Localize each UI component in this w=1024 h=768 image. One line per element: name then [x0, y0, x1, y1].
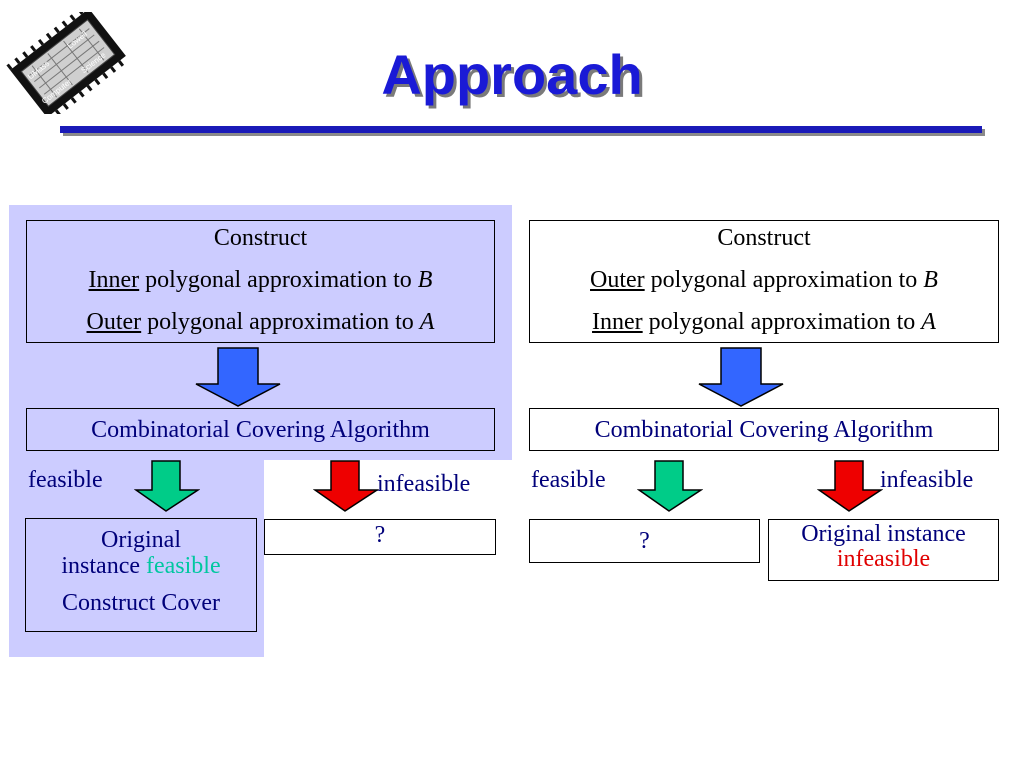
left-result-unknown: ?	[374, 522, 386, 548]
left-feasible-arrow-icon	[134, 460, 200, 512]
right-result-feasible-box: ?	[529, 519, 760, 563]
left-result-infeasible-box: ?	[264, 519, 496, 555]
left-result-line-1: Original	[101, 527, 181, 553]
left-result-instance: instance	[61, 553, 146, 579]
right-line1-underlined: Outer	[590, 267, 645, 293]
logo-chip-icon: UMass Lowell Computer Science	[6, 8, 126, 123]
left-line2-text: polygonal approximation to	[141, 309, 420, 335]
left-construct-box: Construct Inner polygonal approximation …	[26, 220, 495, 343]
umass-lowell-cs-logo: UMass Lowell Computer Science	[6, 8, 130, 123]
left-construct-line-1: Inner polygonal approximation to B	[27, 266, 494, 294]
right-feasible-arrow-icon	[637, 460, 703, 512]
right-line1-var: B	[923, 267, 938, 293]
left-line2-underlined: Outer	[86, 309, 142, 335]
left-infeasible-arrow-icon	[313, 460, 379, 512]
left-line1-text: polygonal approximation to	[139, 267, 418, 293]
left-algorithm-box: Combinatorial Covering Algorithm	[26, 408, 495, 451]
left-result-feasible-box: Original instance feasible Construct Cov…	[25, 518, 257, 632]
right-line2-underlined: Inner	[592, 309, 643, 335]
right-infeasible-arrow-icon	[817, 460, 883, 512]
left-result-feasible-word: feasible	[146, 553, 221, 579]
slide-title: Approach	[381, 43, 643, 106]
left-infeasible-label: infeasible	[377, 471, 471, 497]
right-algorithm-box: Combinatorial Covering Algorithm	[529, 408, 999, 451]
left-result-line-3: Construct Cover	[62, 590, 220, 616]
right-construct-line-1: Outer polygonal approximation to B	[530, 266, 998, 294]
left-feasible-label: feasible	[28, 467, 103, 493]
right-construct-box: Construct Outer polygonal approximation …	[529, 220, 999, 343]
right-construct-heading: Construct	[717, 225, 811, 251]
left-result-line-2: instance feasible	[26, 553, 256, 579]
right-feasible-label: feasible	[531, 467, 606, 493]
right-line1-text: polygonal approximation to	[644, 267, 924, 293]
title-divider	[60, 126, 982, 133]
right-down-arrow-icon	[698, 347, 784, 407]
right-construct-line-2: Inner polygonal approximation to A	[530, 308, 998, 336]
left-construct-line-2: Outer polygonal approximation to A	[27, 308, 494, 336]
left-line1-var: B	[417, 267, 433, 293]
right-result-unknown: ?	[639, 528, 650, 554]
right-result-line-1: Original instance	[801, 521, 966, 547]
right-result-infeasible-word: infeasible	[836, 546, 931, 572]
right-line2-var: A	[921, 309, 936, 335]
left-line2-var: A	[419, 309, 435, 335]
left-algorithm-label: Combinatorial Covering Algorithm	[91, 417, 430, 443]
right-infeasible-label: infeasible	[880, 467, 974, 493]
left-down-arrow-icon	[195, 347, 281, 407]
left-construct-heading: Construct	[213, 225, 308, 251]
right-algorithm-label: Combinatorial Covering Algorithm	[594, 417, 934, 443]
right-result-infeasible-box: Original instance infeasible	[768, 519, 999, 581]
left-line1-underlined: Inner	[88, 267, 140, 293]
right-line2-text: polygonal approximation to	[642, 309, 922, 335]
